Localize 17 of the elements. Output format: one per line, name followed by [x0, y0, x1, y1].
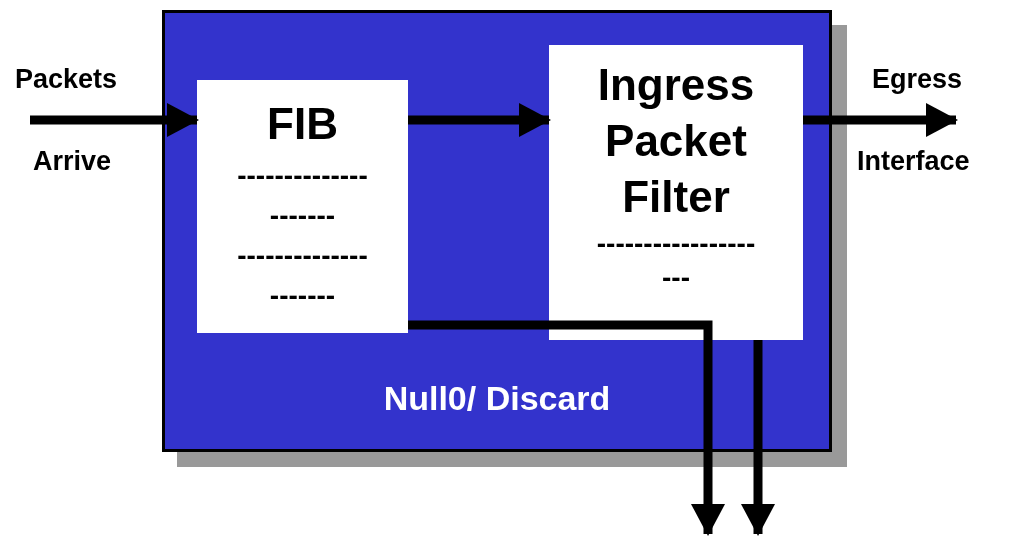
arrow: [741, 340, 775, 536]
arrow: [408, 103, 551, 137]
box-title: FIB: [266, 98, 339, 150]
arrow: [803, 103, 958, 137]
arrow: [30, 103, 199, 137]
dashed-placeholder-text: -------------- -------: [236, 239, 369, 313]
table-box: [549, 45, 803, 340]
dashed-placeholder-text: ----------------- ---: [595, 227, 757, 295]
flow-label: Egress: [872, 64, 963, 95]
flow-label: Interface: [857, 146, 970, 177]
arrow: [408, 320, 725, 536]
flow-label: Packets: [15, 64, 118, 95]
dashed-placeholder-text: -------------- -------: [236, 159, 369, 233]
panel-label: Null0/ Discard: [382, 379, 612, 418]
table-box: [197, 80, 408, 333]
flow-label: Arrive: [33, 146, 112, 177]
box-title: Ingress Packet Filter: [596, 59, 756, 223]
